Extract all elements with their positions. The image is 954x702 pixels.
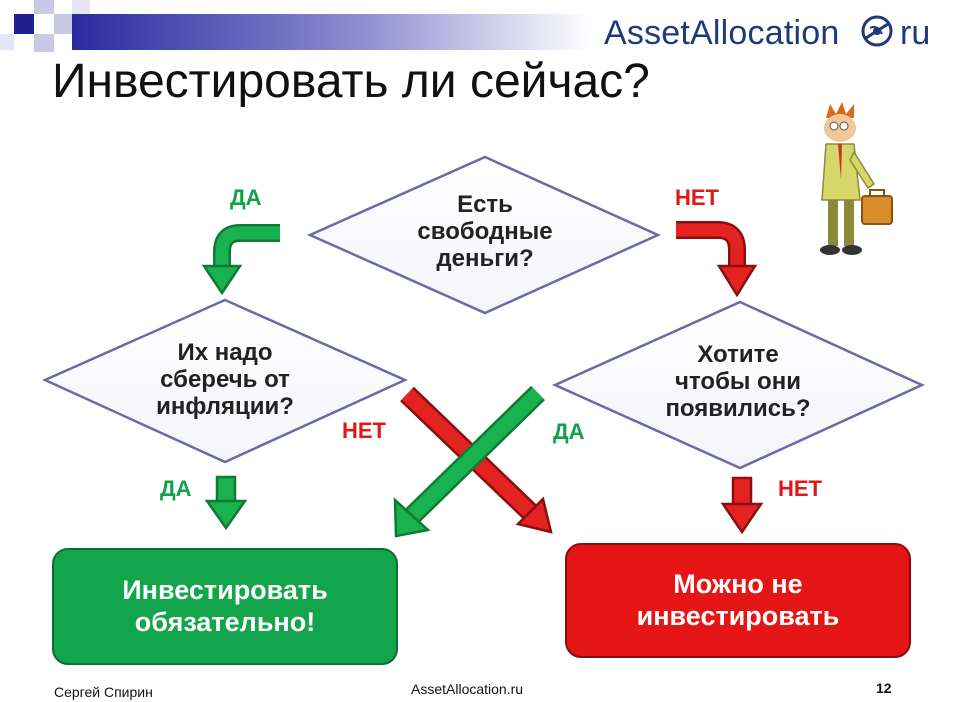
arrow-yes-to-invest-down — [215, 475, 237, 505]
result-no-invest-box: Можно не инвестировать — [565, 543, 911, 658]
question-want-line-2: чтобы они — [675, 367, 801, 395]
result-invest-line-2: обязательно! — [134, 606, 316, 637]
header-decoration — [0, 0, 592, 52]
decision-diamond-inflation — [41, 298, 409, 464]
brand-logo-icon — [861, 15, 893, 47]
brand-suffix: ru — [900, 14, 931, 52]
footer-author: Сергей Спирин — [54, 684, 153, 700]
question-money: Есть свободные деньги? — [385, 191, 585, 273]
cartoon-man-with-briefcase-icon — [820, 102, 893, 255]
label-yes-bottom: ДА — [160, 476, 192, 501]
question-inflation-line-2: сберечь от — [160, 365, 290, 393]
brand-name: AssetAllocation — [604, 14, 840, 52]
question-want-line-3: появились? — [665, 394, 811, 422]
decision-diamond-want — [551, 300, 926, 470]
question-want: Хотите чтобы они появились? — [638, 341, 838, 423]
result-no-invest-line-2: инвестировать — [636, 600, 840, 631]
question-inflation: Их надо сберечь от инфляции? — [125, 339, 325, 421]
question-inflation-line-3: инфляции? — [156, 392, 294, 420]
question-money-line-1: Есть — [457, 191, 513, 218]
question-money-line-2: свободные — [417, 217, 553, 245]
label-yes-cross: ДА — [553, 419, 585, 444]
label-yes-top: ДА — [230, 185, 262, 210]
label-no-bottom: НЕТ — [778, 476, 822, 501]
result-no-invest-line-1: Можно не — [673, 569, 803, 600]
result-invest-box: Инвестировать обязательно! — [52, 548, 398, 665]
label-no-top: НЕТ — [675, 185, 719, 210]
footer-page-number: 12 — [876, 680, 892, 696]
question-inflation-line-1: Их надо — [177, 339, 273, 366]
arrow-no-to-not-invest-down — [731, 476, 753, 508]
question-want-line-1: Хотите — [697, 341, 779, 368]
footer-site: AssetAllocation.ru — [411, 681, 524, 697]
question-money-line-3: деньги? — [436, 244, 534, 272]
decision-diamond-money — [306, 155, 662, 315]
label-no-cross: НЕТ — [342, 418, 386, 443]
page-title: Инвестировать ли сейчас? — [52, 55, 650, 108]
result-invest-line-1: Инвестировать — [122, 575, 328, 606]
